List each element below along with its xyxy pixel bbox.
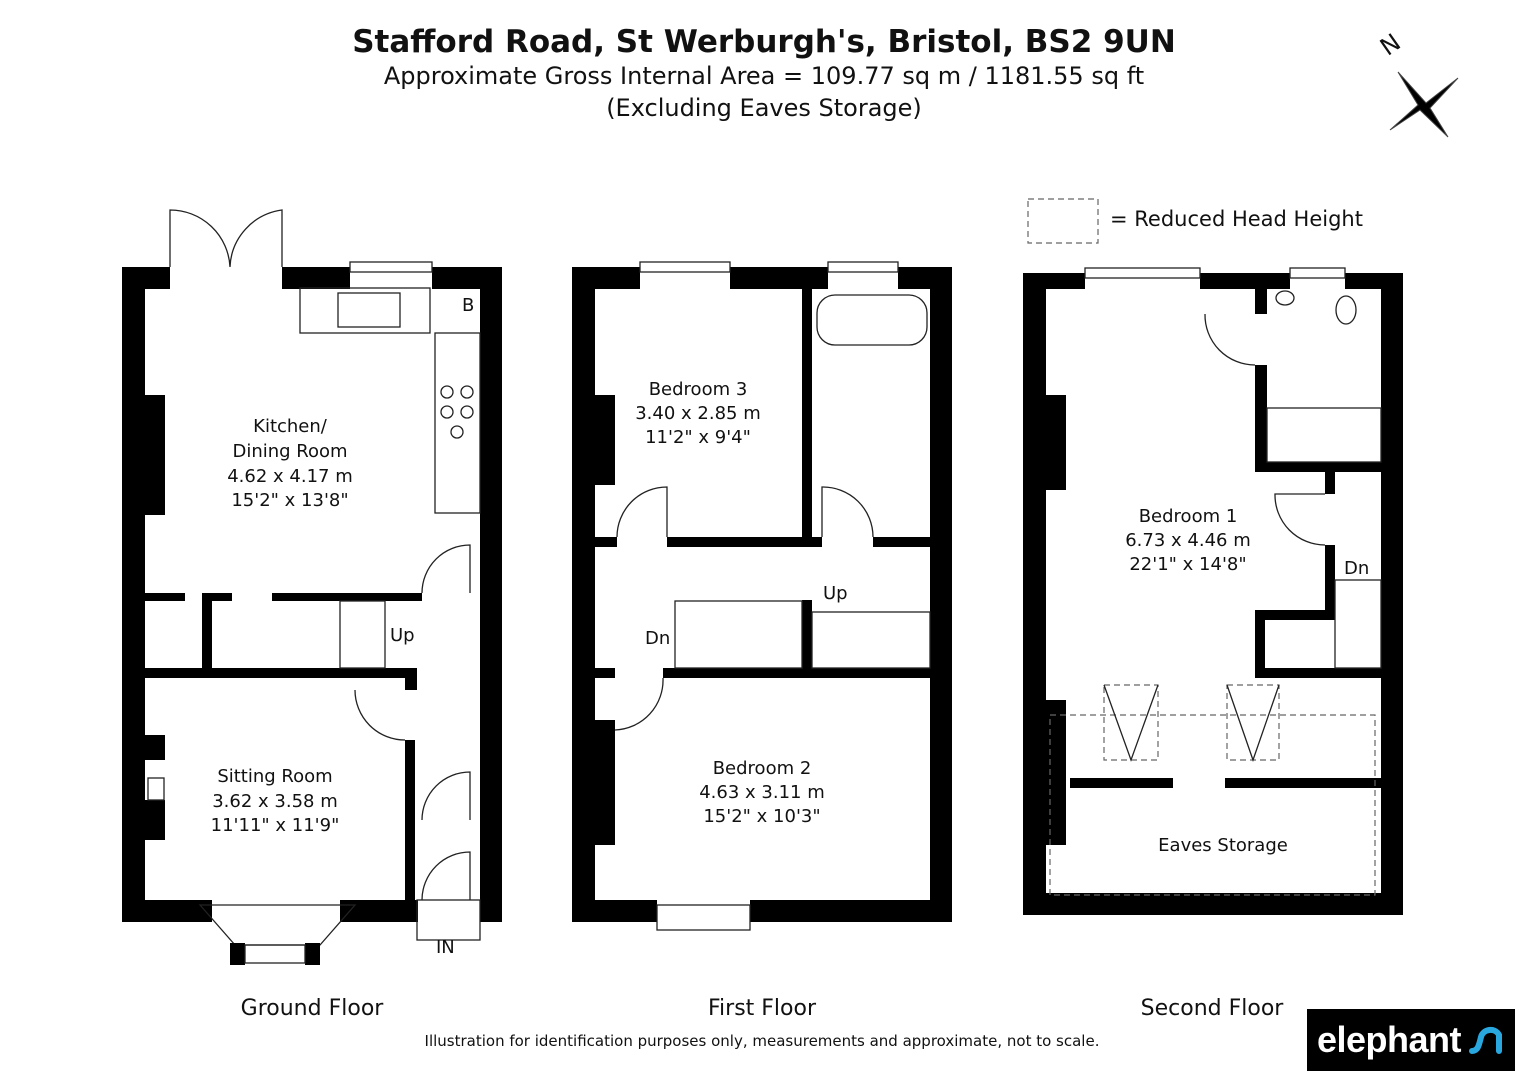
reduced-head-height-swatch xyxy=(1027,198,1099,244)
stairs-up-label: Up xyxy=(823,583,848,604)
first-floor-plan: Bedroom 3 3.40 x 2.85 m 11'2" x 9'4" Bed… xyxy=(572,261,952,1021)
second-floor-plan: Bedroom 1 6.73 x 4.46 m 22'1" x 14'8" Ea… xyxy=(1023,267,1403,1021)
elephant-logo: elephant xyxy=(1307,1009,1515,1071)
eaves-storage-label: Eaves Storage xyxy=(1158,835,1288,856)
bedroom2-metric: 4.63 x 3.11 m xyxy=(699,782,825,803)
stairs-down-label: Dn xyxy=(1344,558,1369,579)
kitchen-metric: 4.62 x 4.17 m xyxy=(227,466,353,487)
first-floor-label: First Floor xyxy=(708,996,817,1021)
bedroom3-imperial: 11'2" x 9'4" xyxy=(645,427,751,448)
ground-floor-plan: B Kitchen/ Dining Room 4.62 x 4.17 m 15'… xyxy=(122,209,502,1021)
stairs-down-label: Dn xyxy=(645,628,670,649)
north-label: N xyxy=(1375,28,1406,61)
bedroom3-metric: 3.40 x 2.85 m xyxy=(635,403,761,424)
second-floor-label: Second Floor xyxy=(1141,996,1285,1021)
sitting-imperial: 11'11" x 11'9" xyxy=(211,815,340,836)
ground-floor-label: Ground Floor xyxy=(241,996,385,1021)
entrance-label: IN xyxy=(436,937,455,958)
plan-title: Stafford Road, St Werburgh's, Bristol, B… xyxy=(352,24,1176,60)
boiler-label: B xyxy=(462,295,474,316)
bedroom2-imperial: 15'2" x 10'3" xyxy=(703,806,820,827)
bedroom1-imperial: 22'1" x 14'8" xyxy=(1129,554,1246,575)
logo-text: elephant xyxy=(1316,1019,1462,1060)
gross-area: Approximate Gross Internal Area = 109.77… xyxy=(384,62,1144,90)
bedroom2-name: Bedroom 2 xyxy=(713,758,812,779)
kitchen-imperial: 15'2" x 13'8" xyxy=(231,490,348,511)
sitting-metric: 3.62 x 3.58 m xyxy=(212,791,338,812)
stairs-up-label: Up xyxy=(390,625,415,646)
disclaimer: Illustration for identification purposes… xyxy=(425,1032,1100,1050)
bedroom1-metric: 6.73 x 4.46 m xyxy=(1125,530,1251,551)
sitting-name: Sitting Room xyxy=(217,766,332,787)
elephant-trunk-icon xyxy=(1469,1027,1503,1054)
bedroom1-name: Bedroom 1 xyxy=(1139,506,1238,527)
kitchen-name: Kitchen/ xyxy=(253,416,328,437)
kitchen-name-2: Dining Room xyxy=(232,441,347,462)
compass-rose-icon: N xyxy=(1375,28,1459,138)
bedroom3-name: Bedroom 3 xyxy=(649,379,748,400)
area-note: (Excluding Eaves Storage) xyxy=(606,94,922,122)
legend-text: = Reduced Head Height xyxy=(1110,207,1363,231)
